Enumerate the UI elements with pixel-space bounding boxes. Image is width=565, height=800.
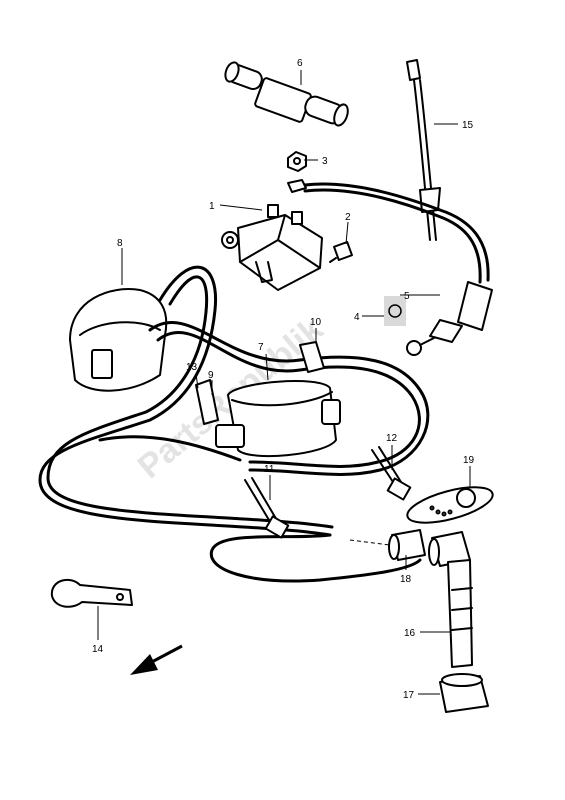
callout-13: 13 (186, 362, 198, 373)
callout-10: 10 (310, 317, 322, 328)
part-3-nut (287, 151, 307, 172)
callout-19: 19 (463, 455, 475, 466)
callout-17: 17 (403, 690, 415, 701)
front-arrow-icon (130, 644, 183, 675)
part-16-cap (428, 531, 473, 668)
callout-14: 14 (92, 644, 104, 655)
wiring-harness (38, 265, 430, 583)
part-5-cap (406, 281, 493, 356)
part-19-grommet (406, 486, 494, 524)
part-2-bolt (329, 241, 353, 263)
callout-16: 16 (404, 628, 416, 639)
callout-5: 5 (404, 291, 410, 302)
part-15-tie-strap (406, 59, 441, 241)
callout-8: 8 (117, 238, 123, 249)
part-11-bolt (244, 477, 290, 539)
part-18-cap (349, 529, 426, 561)
part-7-coil (195, 341, 341, 458)
leader-lines (97, 70, 471, 695)
callout-3: 3 (322, 156, 328, 167)
part-14-clamp (50, 578, 133, 608)
part-17-nut (439, 673, 489, 713)
part-8-coil (69, 288, 168, 392)
callout-4: 4 (354, 312, 360, 323)
callout-12: 12 (386, 433, 398, 444)
relay-cable (287, 179, 490, 284)
callout-2: 2 (345, 212, 351, 223)
callout-7: 7 (258, 342, 264, 353)
part-1-starter-relay (221, 204, 323, 291)
callout-9: 9 (208, 370, 214, 381)
callout-11: 11 (264, 464, 275, 475)
callout-15: 15 (462, 120, 474, 131)
callout-18: 18 (400, 574, 412, 585)
gear-symbol-icon (384, 296, 406, 326)
callout-6: 6 (297, 58, 303, 69)
callout-1: 1 (209, 201, 215, 212)
part-12-bolt (371, 446, 412, 501)
part-6-joint (224, 61, 349, 127)
